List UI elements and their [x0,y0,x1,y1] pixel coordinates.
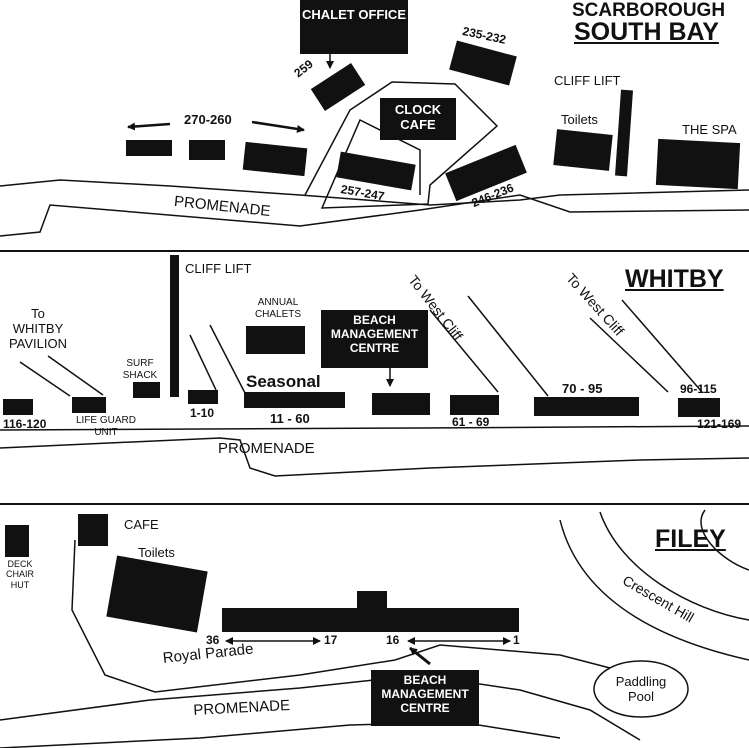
chalet-block-1-10 [188,390,218,404]
crescent-hill-road [700,509,749,571]
seasonal-label: Seasonal [246,372,321,391]
toilets-building [106,555,208,633]
chalet-office-label: CHALET OFFICE [302,7,406,22]
path-line [189,334,217,391]
chalets-121-169-label: 121-169 [697,417,742,431]
chalet-number-1: 1 [513,633,520,647]
filey-title: FILEY [655,525,726,553]
promenade-path [0,437,749,477]
scarborough-title: SCARBOROUGH [572,0,726,21]
life-guard-unit [72,397,106,413]
chalet-block-257-247 [336,151,416,191]
chalet-block-70-95 [534,397,639,416]
chalet-block-246-236 [445,144,527,202]
spa-label: THE SPA [682,122,737,137]
chalet-row [222,608,519,632]
whitby-title: WHITBY [625,265,724,293]
right-arrow [251,120,305,133]
beach-centre-box [371,670,479,726]
paddling-pool [593,660,689,718]
pointer-line [409,646,431,666]
cliff-lift-track [615,89,633,177]
chalet-office-box [300,0,408,54]
chalet-block [126,140,172,156]
cliff-lift-label: CLIFF LIFT [185,261,252,276]
toilets-label: Toilets [138,545,175,560]
promenade-path [0,179,749,206]
whitby-section [0,255,749,477]
chalet-block [242,141,308,177]
paddling-pool-label: Paddling Pool [615,674,667,704]
path-line [589,317,669,393]
surf-shack [133,382,160,398]
chalet-number-16: 16 [386,633,400,647]
cliff-lift-label: CLIFF LIFT [554,73,621,88]
scarborough-section [0,0,749,237]
filey-section [0,509,749,748]
path-line [467,295,549,397]
chalets-61-69-label: 61 - 69 [452,415,490,429]
chalet-block-116-120 [3,399,33,415]
chalet-block [189,140,225,160]
chalet-block-235-232 [449,40,517,86]
beach-centre-box [321,310,428,368]
path-line [19,361,71,397]
promenade-label: PROMENADE [218,440,315,457]
life-guard-label: LIFE GUARD UNIT [75,415,136,438]
chalets-96-115-label: 96-115 [680,382,717,396]
cliff-lift-tower [170,255,179,397]
toilets-building [553,129,613,171]
deck-chair-hut [5,525,29,557]
left-arrow [127,122,171,131]
path-line [429,309,499,393]
path-line [621,299,703,393]
to-pavilion-label: To WHITBY PAVILION [8,306,68,351]
promenade-path [0,425,749,431]
south-bay-title: SOUTH BAY [574,18,719,46]
chalet-block-11-60 [244,392,345,408]
promenade-path [0,674,641,741]
chalet-number-17: 17 [324,633,338,647]
crescent-hill-road [599,511,749,621]
cafe-label: CAFE [124,517,159,532]
chalet-number-36: 36 [206,633,220,647]
beach-centre-label: BEACH MANAGEMENT CENTRE [330,313,419,355]
clock-cafe-box [380,98,456,140]
chalets-70-95-label: 70 - 95 [562,381,603,396]
spa-building [655,138,741,190]
road-path [71,539,611,693]
clock-cafe-label: CLOCK CAFE [394,102,442,132]
annual-chalets-block [246,326,305,354]
surf-shack-label: SURF SHACK [122,358,158,381]
annual-chalets-label: ANNUAL CHALETS [254,297,302,320]
path-line [209,324,247,396]
chalets-1-10-label: 1-10 [190,406,215,420]
chalets-116-120-label: 116-120 [3,417,47,431]
beach-centre-building [372,393,430,415]
promenade-path [0,194,749,237]
path-line [47,355,104,396]
cafe-building [78,514,108,546]
chalets-11-60-label: 11 - 60 [270,411,310,426]
chalet-block-259 [310,63,366,111]
toilets-label: Toilets [561,112,598,127]
chalet-block-61-69 [450,395,499,415]
deck-chair-hut-label: DECK CHAIR HUT [5,559,34,590]
beach-centre-label: BEACH MANAGEMENT CENTRE [381,673,469,715]
chalet-row-centre [357,591,387,611]
chalet-block-96-115 [678,398,720,417]
promenade-path [0,721,561,748]
crescent-hill-road [559,519,749,661]
chalets-270-260-label: 270-260 [184,112,232,127]
